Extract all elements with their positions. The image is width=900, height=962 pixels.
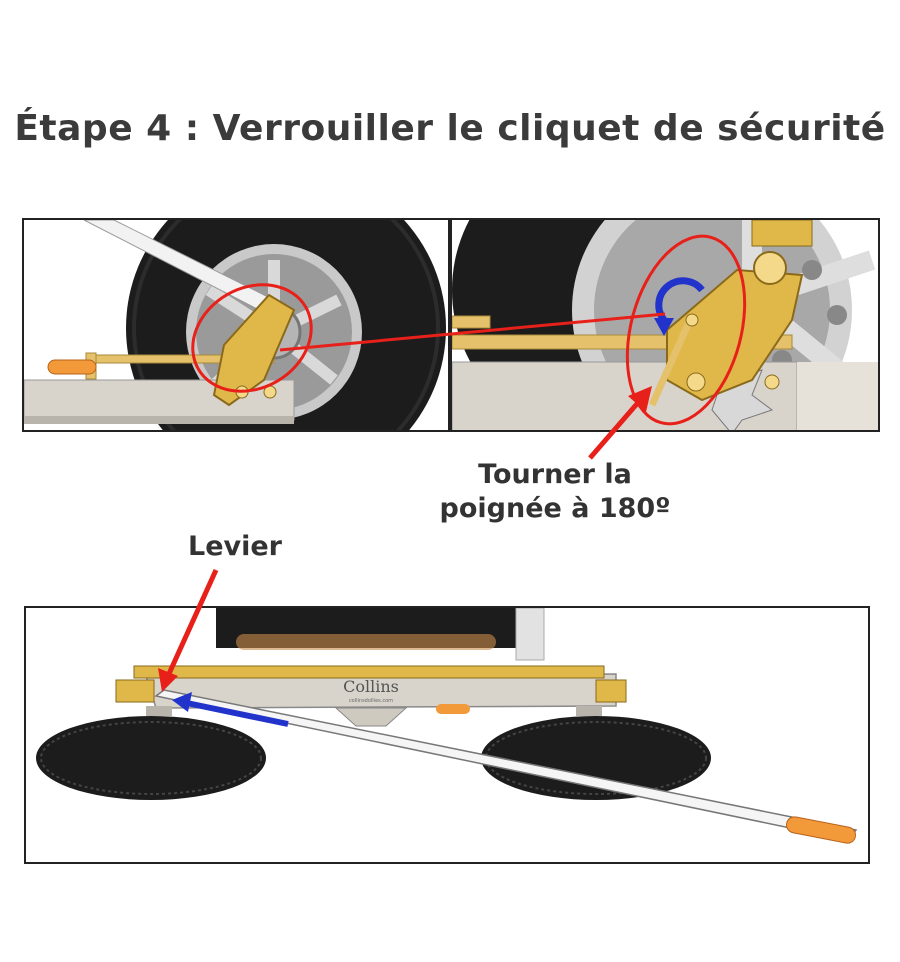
turn-handle-line-2: poignée à 180º xyxy=(439,493,671,524)
turn-handle-callout: Tourner la poignée à 180º xyxy=(410,458,700,526)
page-title: Étape 4 : Verrouiller le cliquet de sécu… xyxy=(14,108,886,149)
lever-orange-grip xyxy=(785,816,857,844)
wheel-ratchet-closeup-left xyxy=(22,218,450,432)
brand-logo: Collins xyxy=(343,677,399,696)
orange-handle xyxy=(47,359,97,375)
rotation-arrow-icon xyxy=(655,277,705,323)
caster-wheel-left xyxy=(36,716,266,800)
push-direction-arrow-icon xyxy=(172,692,192,712)
dolly-overview: Collins collinsdollies.com xyxy=(24,606,870,864)
lever-callout: Levier xyxy=(188,531,282,562)
ratchet-pawl xyxy=(666,268,804,402)
caster-wheel-right xyxy=(481,716,711,800)
ratchet-pawl xyxy=(212,293,296,407)
turn-handle-line-1: Tourner la xyxy=(478,459,632,490)
highlight-ellipse xyxy=(191,283,313,393)
brand-url: collinsdollies.com xyxy=(349,698,393,704)
pawl-handle xyxy=(648,318,694,407)
lever-bar xyxy=(154,689,858,841)
wheel-ratchet-closeup-right xyxy=(450,218,880,432)
